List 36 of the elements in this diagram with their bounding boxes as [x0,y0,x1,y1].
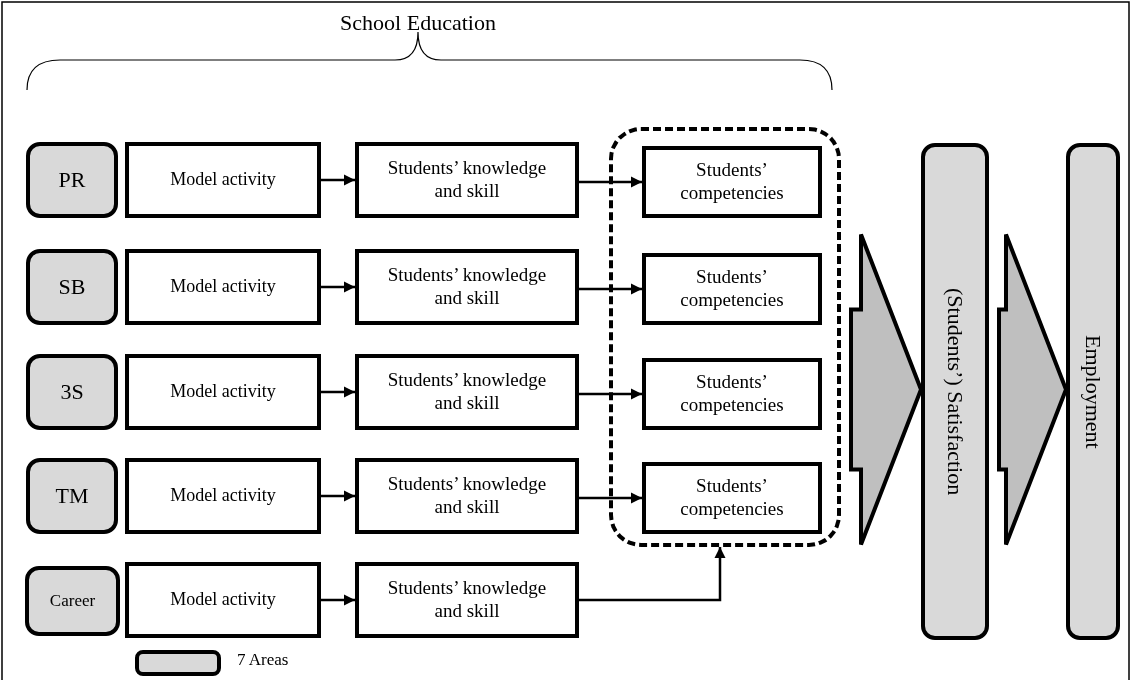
outcome-bar: Employment [1066,143,1120,640]
block-arrow [849,232,924,547]
arrow [321,594,355,606]
arrow [579,176,642,188]
process-box: Students’ knowledge and skill [355,562,579,638]
outcome-bar: (Students’) Satisfaction [921,143,989,640]
arrow [321,386,355,398]
arrow [579,388,642,400]
process-box: Model activity [125,354,321,430]
process-box: Students’ competencies [642,253,822,325]
process-box: Students’ knowledge and skill [355,458,579,534]
legend-label: 7 Areas [237,650,289,670]
heading: School Education [339,10,497,36]
dashed-group-outline [609,127,841,547]
process-box: Model activity [125,249,321,325]
process-box: Students’ knowledge and skill [355,249,579,325]
area-box: Career [25,566,120,636]
arrow [579,547,726,602]
arrow [321,281,355,293]
arrow [579,492,642,504]
area-box: 3S [26,354,118,430]
block-arrow [997,232,1069,547]
process-box: Model activity [125,458,321,534]
arrow [321,490,355,502]
arrow [321,174,355,186]
process-box: Model activity [125,142,321,218]
area-box: TM [26,458,118,534]
area-box: PR [26,142,118,218]
arrow [579,283,642,295]
process-box: Students’ competencies [642,358,822,430]
area-box: SB [26,249,118,325]
process-box: Students’ competencies [642,146,822,218]
process-box: Students’ competencies [642,462,822,534]
process-box: Students’ knowledge and skill [355,142,579,218]
process-box: Model activity [125,562,321,638]
process-box: Students’ knowledge and skill [355,354,579,430]
